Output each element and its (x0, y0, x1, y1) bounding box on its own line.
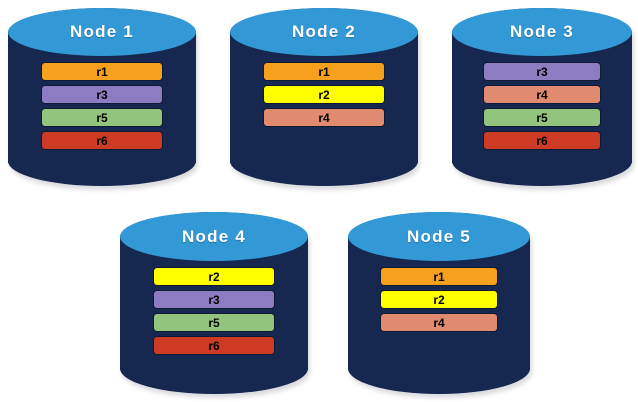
replica-bar-r2[interactable]: r2 (263, 86, 385, 104)
replica-bar-r3[interactable]: r3 (484, 63, 600, 81)
replica-list: r1 r2 r4 (263, 63, 385, 127)
replica-bar-r2[interactable]: r2 (153, 268, 275, 286)
replica-list: r3 r4 r5 r6 (484, 63, 600, 150)
database-cylinder-node-2[interactable]: Node 2 r1 r2 r4 (230, 8, 420, 190)
replica-bar-r3[interactable]: r3 (153, 291, 275, 309)
replica-bar-r4[interactable]: r4 (263, 109, 385, 127)
cylinder-top-ellipse: Node 5 (348, 212, 530, 262)
replica-bar-r1[interactable]: r1 (380, 268, 498, 286)
node-label: Node 4 (182, 226, 246, 246)
node-label: Node 1 (70, 22, 134, 42)
replica-list: r2 r3 r5 r6 (153, 268, 275, 355)
database-cylinder-node-3[interactable]: Node 3 r3 r4 r5 r6 (452, 8, 634, 190)
replica-bar-r3[interactable]: r3 (41, 86, 163, 104)
node-label: Node 2 (292, 22, 356, 42)
node-label: Node 5 (407, 226, 471, 246)
replica-bar-r1[interactable]: r1 (263, 63, 385, 81)
replica-bar-r6[interactable]: r6 (484, 132, 600, 150)
node-label: Node 3 (510, 22, 574, 42)
replica-bar-r6[interactable]: r6 (153, 337, 275, 355)
replica-bar-r5[interactable]: r5 (41, 109, 163, 127)
replica-list: r1 r3 r5 r6 (41, 63, 163, 150)
replica-bar-r1[interactable]: r1 (41, 63, 163, 81)
replica-bar-r4[interactable]: r4 (484, 86, 600, 104)
database-cylinder-node-5[interactable]: Node 5 r1 r2 r4 (348, 212, 532, 398)
database-cylinder-node-1[interactable]: Node 1 r1 r3 r5 r6 (8, 8, 198, 190)
cylinder-top-ellipse: Node 4 (120, 212, 308, 262)
replica-bar-r5[interactable]: r5 (484, 109, 600, 127)
cylinder-top-ellipse: Node 1 (8, 8, 196, 57)
replica-bar-r4[interactable]: r4 (380, 314, 498, 332)
replica-bar-r5[interactable]: r5 (153, 314, 275, 332)
cylinder-top-ellipse: Node 3 (452, 8, 632, 57)
cylinder-top-ellipse: Node 2 (230, 8, 418, 57)
replica-bar-r6[interactable]: r6 (41, 132, 163, 150)
replica-bar-r2[interactable]: r2 (380, 291, 498, 309)
database-cylinder-node-4[interactable]: Node 4 r2 r3 r5 r6 (120, 212, 310, 398)
replica-list: r1 r2 r4 (380, 268, 498, 332)
